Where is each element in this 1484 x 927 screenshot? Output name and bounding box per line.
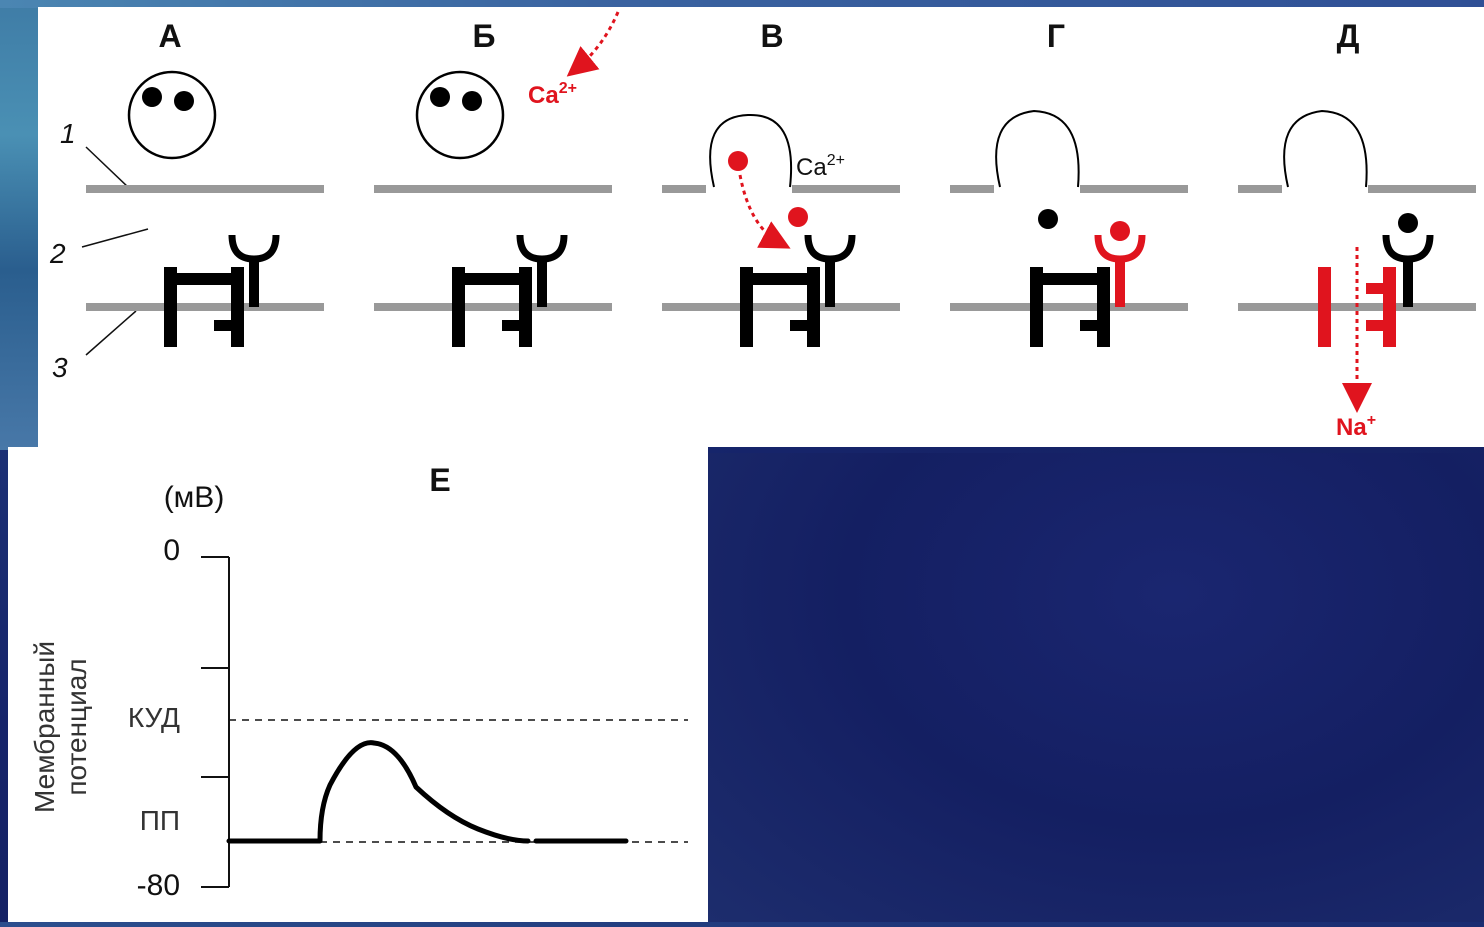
stage-d: Na+ [1238, 109, 1476, 441]
tick-label-zero: 0 [163, 534, 180, 567]
background-water-right [708, 453, 1484, 922]
pointer-line-3 [85, 310, 137, 356]
neurotransmitter-molecule [174, 91, 194, 111]
structure-number-3: 3 [52, 352, 68, 383]
postsynaptic-membrane [86, 303, 324, 311]
threshold-label: КУД [128, 702, 180, 733]
ion-channel-closed [452, 267, 532, 347]
panel-label-v: В [760, 18, 783, 54]
tick-label-minus80: -80 [137, 869, 180, 902]
panel-label-d: Д [1337, 18, 1360, 54]
receptor-bound [1094, 221, 1146, 307]
y-axis-title: Мембранный потенциал [29, 641, 92, 813]
presynaptic-membrane [1080, 185, 1188, 193]
structure-number-1: 1 [60, 118, 76, 149]
synaptic-vesicle [415, 70, 505, 160]
calcium-ion-label: Ca2+ [796, 152, 845, 181]
calcium-influx-arrow [566, 11, 620, 77]
unit-label: (мВ) [164, 481, 225, 514]
presynaptic-membrane [792, 185, 900, 193]
sodium-ion-label: Na+ [1336, 412, 1376, 441]
pointer-line-1 [85, 146, 131, 190]
presynaptic-membrane [86, 185, 324, 193]
panel-label-g: Г [1047, 18, 1065, 54]
presynaptic-membrane [1238, 185, 1282, 193]
vesicle-fused [1283, 109, 1368, 188]
background-water-top [0, 0, 1484, 8]
membrane-potential-panel: Е (мВ) 0 -80 КУД ПП Мембранный потенциал [8, 447, 708, 922]
neurotransmitter-released [788, 207, 808, 227]
ion-channel-closed [740, 267, 820, 347]
panel-label-e: Е [429, 462, 450, 498]
presynaptic-membrane [1368, 185, 1476, 193]
presynaptic-membrane [662, 185, 706, 193]
ion-channel-closed [1030, 267, 1110, 347]
neurotransmitter-molecule [142, 87, 162, 107]
ion-channel-closed [164, 267, 244, 347]
synaptic-vesicle [127, 70, 217, 160]
stage-v: Ca2+ [662, 113, 900, 347]
vesicle-fused [995, 109, 1080, 188]
y-axis-title-line1: Мембранный [29, 641, 60, 813]
presynaptic-membrane [374, 185, 612, 193]
panel-label-b: Б [473, 18, 496, 54]
synapse-stages-panel: А Б В Г Д 1 2 3 [38, 7, 1484, 447]
y-axis-title-line2: потенциал [61, 658, 92, 795]
presynaptic-membrane [950, 185, 994, 193]
postsynaptic-membrane [374, 303, 612, 311]
receptor-released [1382, 213, 1434, 307]
ion-channel-open [1318, 267, 1396, 347]
neurotransmitter-molecule [1398, 213, 1418, 233]
panel-label-a: А [158, 18, 181, 54]
vesicle-fusing [709, 113, 792, 188]
synapse-diagram: А Б В Г Д 1 2 3 [49, 11, 1476, 441]
background-water-left [0, 0, 40, 450]
postsynaptic-membrane [662, 303, 900, 311]
calcium-ion-label: Ca2+ [528, 80, 577, 109]
stage-g [950, 109, 1188, 347]
receptor [516, 234, 568, 307]
structure-number-2: 2 [49, 238, 66, 269]
postsynaptic-potential-curve [226, 740, 531, 844]
postsynaptic-membrane [950, 303, 1188, 311]
neurotransmitter-released [728, 151, 748, 171]
neurotransmitter-molecule [462, 91, 482, 111]
receptor [228, 234, 280, 307]
diffusion-arrow [738, 174, 791, 249]
pointer-line-2 [81, 228, 149, 248]
receptor [804, 234, 856, 307]
resting-potential-label: ПП [140, 805, 180, 836]
neurotransmitter-molecule [1038, 209, 1058, 229]
neurotransmitter-molecule [430, 87, 450, 107]
stage-a [86, 70, 324, 347]
bound-neurotransmitter [1110, 221, 1130, 241]
stage-b: Ca2+ [374, 11, 620, 347]
membrane-potential-graph: Е (мВ) 0 -80 КУД ПП Мембранный потенциал [29, 462, 688, 902]
